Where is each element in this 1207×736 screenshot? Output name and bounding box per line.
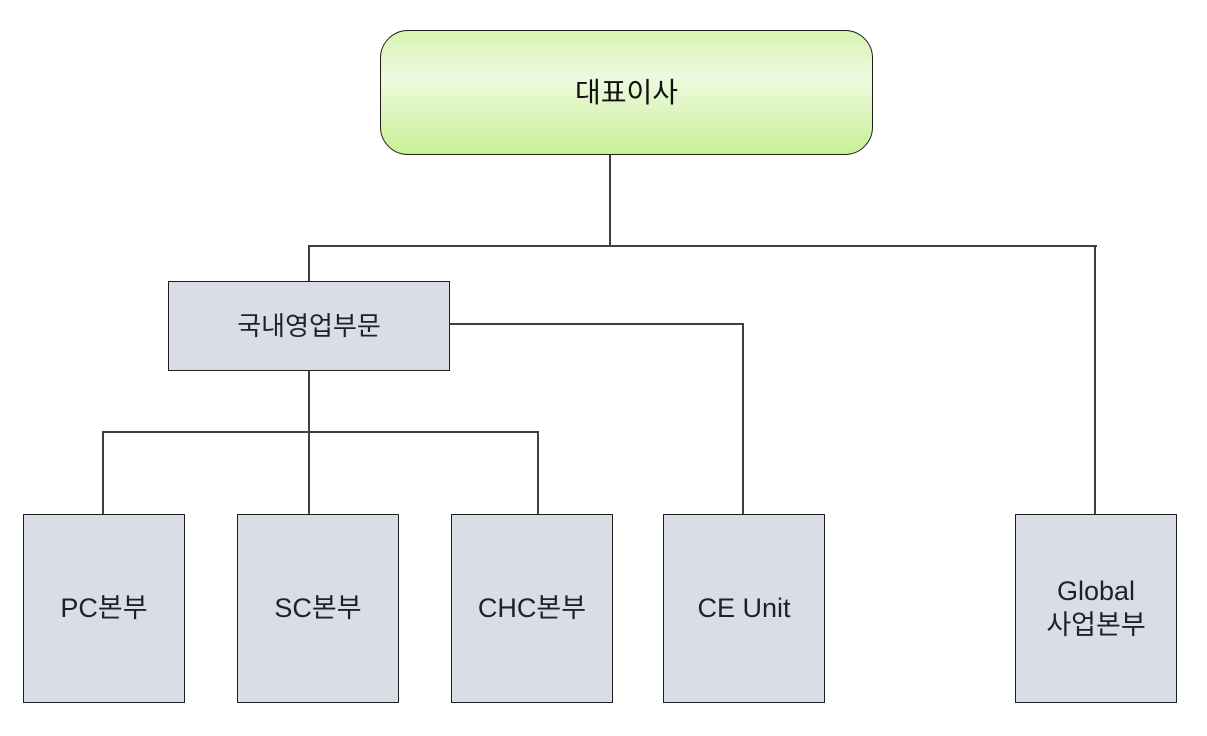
node-ce-unit-label: CE Unit — [697, 592, 791, 623]
node-ceo-label: 대표이사 — [574, 77, 679, 108]
connector-drop-pc-division — [102, 431, 104, 514]
node-chc-division-label: CHC본부 — [477, 592, 587, 623]
node-chc-division: CHC본부 — [451, 514, 613, 703]
connector-drop-ce-unit — [742, 323, 744, 514]
connector-ceo-trunk — [609, 155, 611, 246]
connector-drop-domestic-sales — [308, 245, 310, 281]
connector-domestic-trunk-to-sc — [308, 371, 310, 514]
node-domestic-sales-division-label: 국내영업부문 — [237, 310, 381, 341]
connector-ceo-horizontal-bus — [308, 245, 1097, 247]
node-ceo: 대표이사 — [380, 30, 873, 155]
node-global-business-division-label: Global 사업본부 — [1046, 575, 1146, 640]
node-ce-unit: CE Unit — [663, 514, 825, 703]
connector-drop-global-business — [1094, 245, 1096, 514]
node-pc-division: PC본부 — [23, 514, 185, 703]
connector-domestic-horizontal-bus — [102, 431, 539, 433]
node-sc-division: SC본부 — [237, 514, 399, 703]
node-domestic-sales-division: 국내영업부문 — [168, 281, 450, 371]
node-pc-division-label: PC본부 — [60, 592, 148, 623]
connector-domestic-to-ce-horizontal — [450, 323, 743, 325]
node-global-business-division: Global 사업본부 — [1015, 514, 1177, 703]
connector-drop-chc-division — [537, 431, 539, 514]
node-sc-division-label: SC본부 — [274, 592, 362, 623]
